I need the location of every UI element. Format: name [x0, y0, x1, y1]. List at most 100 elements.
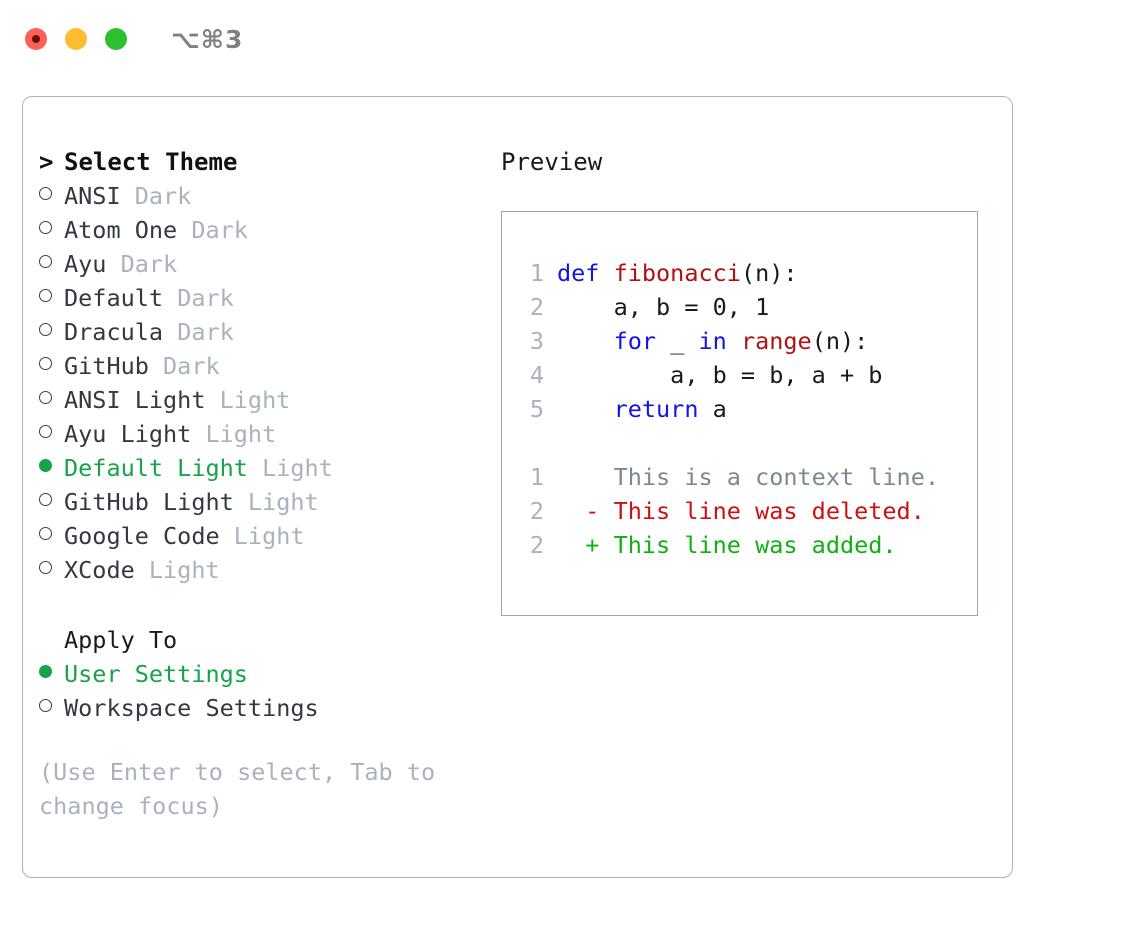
diff-add-text: + This line was added.: [557, 528, 897, 562]
theme-name: Google Code: [64, 522, 220, 550]
radio-selected-icon[interactable]: [39, 665, 64, 682]
radio-unselected-icon[interactable]: [39, 561, 64, 578]
code-line: 3 for _ in range(n):: [518, 324, 971, 358]
diff-marker: +: [557, 531, 614, 559]
radio-unselected-icon[interactable]: [39, 493, 64, 510]
apply-to-item[interactable]: Workspace Settings: [39, 691, 491, 725]
code-token-kw: return: [613, 395, 699, 423]
theme-variant-tag: Dark: [148, 352, 220, 380]
line-number: 3: [529, 327, 544, 355]
code-token-plain: a, b = b, a + b: [557, 361, 883, 389]
theme-list-item[interactable]: Dracula Dark: [39, 315, 491, 349]
code-text: def fibonacci(n):: [557, 256, 798, 290]
radio-unselected-icon[interactable]: [39, 699, 64, 716]
code-token-kw: def: [557, 259, 614, 287]
radio-unselected-icon[interactable]: [39, 527, 64, 544]
theme-variant-tag: Light: [205, 386, 291, 414]
radio-unselected-icon[interactable]: [39, 255, 64, 272]
theme-name: GitHub: [64, 352, 149, 380]
close-button[interactable]: [25, 28, 47, 50]
theme-list-item[interactable]: ANSI Light Light: [39, 383, 491, 417]
radio-unselected-icon[interactable]: [39, 323, 64, 340]
preview-title: Preview: [501, 148, 603, 176]
diff-block: 1 This is a context line.2 - This line w…: [518, 460, 971, 562]
code-token-kw: for: [613, 327, 657, 355]
diff-ctx-text: This is a context line.: [557, 460, 939, 494]
maximize-button[interactable]: [105, 28, 127, 50]
theme-name: GitHub Light: [64, 488, 234, 516]
theme-name: Ayu Light: [64, 420, 192, 448]
theme-list-item[interactable]: Ayu Light Light: [39, 417, 491, 451]
line-number: 4: [529, 361, 544, 389]
radio-dot: [39, 255, 52, 268]
code-text: for _ in range(n):: [557, 324, 869, 358]
line-number: 1: [529, 259, 544, 287]
radio-dot: [39, 493, 52, 506]
code-line: 1 def fibonacci(n):: [518, 256, 971, 290]
code-token-plain: [727, 327, 741, 355]
line-number: 2: [529, 531, 544, 559]
theme-list-item[interactable]: XCode Light: [39, 553, 491, 587]
code-line: 2 a, b = 0, 1: [518, 290, 971, 324]
diff-line: 1 This is a context line.: [518, 460, 971, 494]
radio-dot: [39, 221, 52, 234]
code-token-plain: [557, 395, 614, 423]
theme-name: Atom One: [64, 216, 178, 244]
theme-list-item[interactable]: Default Dark: [39, 281, 491, 315]
diff-content: This line was deleted.: [613, 497, 925, 525]
theme-variant-tag: Light: [191, 420, 277, 448]
theme-list-item[interactable]: Google Code Light: [39, 519, 491, 553]
theme-variant-tag: Light: [134, 556, 220, 584]
radio-selected-icon[interactable]: [39, 459, 64, 476]
radio-dot: [39, 289, 52, 302]
apply-to-item[interactable]: User Settings: [39, 657, 491, 691]
diff-line: 2 + This line was added.: [518, 528, 971, 562]
theme-variant-tag: Dark: [163, 284, 234, 312]
radio-unselected-icon[interactable]: [39, 221, 64, 238]
radio-unselected-icon[interactable]: [39, 289, 64, 306]
radio-unselected-icon[interactable]: [39, 187, 64, 204]
radio-dot: [39, 391, 52, 404]
theme-name: Ayu: [64, 250, 107, 278]
radio-unselected-icon[interactable]: [39, 391, 64, 408]
apply-to-title: Apply To: [64, 626, 178, 654]
line-number: 2: [529, 293, 544, 321]
prompt-caret-icon: >: [39, 148, 54, 176]
theme-list-item[interactable]: Default Light Light: [39, 451, 491, 485]
theme-variant-tag: Light: [247, 454, 333, 482]
line-number: 5: [529, 395, 544, 423]
theme-list-item[interactable]: Ayu Dark: [39, 247, 491, 281]
line-number: 1: [529, 463, 544, 491]
radio-dot: [39, 187, 52, 200]
apply-to-header: Apply To: [39, 623, 491, 657]
radio-dot: [39, 323, 52, 336]
minimize-button[interactable]: [65, 28, 87, 50]
theme-list-item[interactable]: ANSI Dark: [39, 179, 491, 213]
theme-list-item[interactable]: GitHub Dark: [39, 349, 491, 383]
theme-list-item[interactable]: GitHub Light Light: [39, 485, 491, 519]
theme-variant-tag: Dark: [177, 216, 248, 244]
theme-name: XCode: [64, 556, 135, 584]
line-number: 2: [529, 497, 544, 525]
diff-content: This is a context line.: [613, 463, 940, 491]
code-token-fn: range: [740, 327, 812, 355]
radio-dot: [39, 699, 52, 712]
radio-unselected-icon[interactable]: [39, 425, 64, 442]
title-bar: ⌥⌘3: [0, 0, 1140, 78]
theme-list-item[interactable]: Atom One Dark: [39, 213, 491, 247]
diff-content: This line was added.: [613, 531, 897, 559]
code-token-plain: (n):: [811, 327, 869, 355]
theme-variant-tag: Dark: [120, 182, 192, 210]
theme-variant-tag: Light: [233, 488, 319, 516]
radio-unselected-icon[interactable]: [39, 357, 64, 374]
apply-to-label: Workspace Settings: [64, 694, 319, 722]
